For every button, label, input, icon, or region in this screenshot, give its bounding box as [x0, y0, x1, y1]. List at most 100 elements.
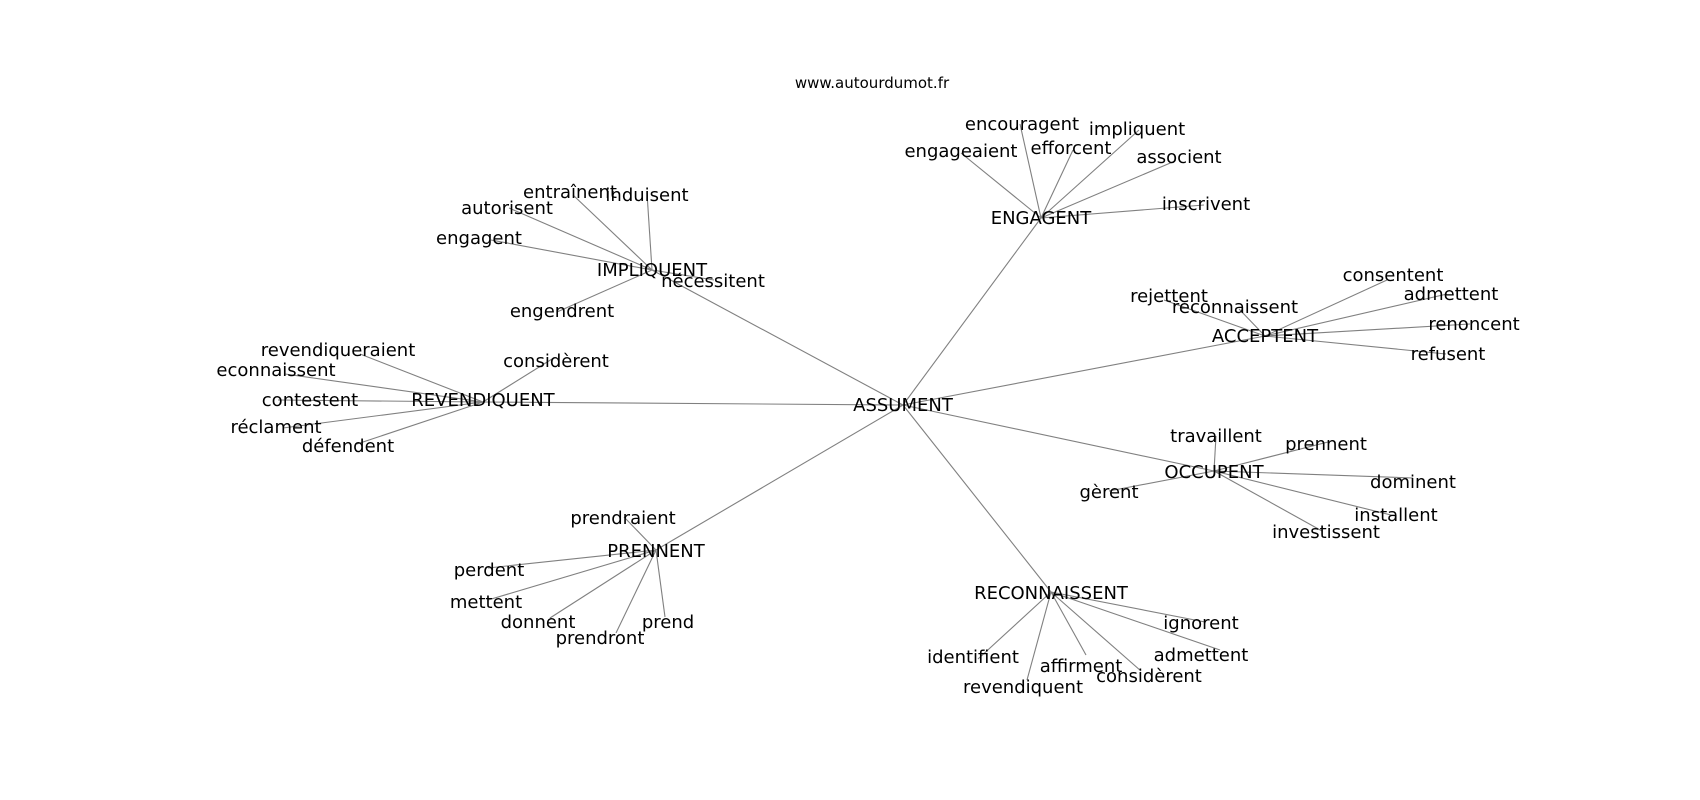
leaf-node: réclament: [230, 417, 321, 438]
edge-occupent-leaf: [1213, 470, 1414, 479]
edge-revendiquent-leaf: [359, 353, 484, 403]
leaf-node: prendront: [556, 628, 645, 649]
edge-prennent-leaf: [487, 549, 657, 601]
edge-impliquent-leaf: [572, 194, 653, 271]
edge-acceptent-leaf: [1264, 293, 1448, 337]
leaf-node: prendraient: [570, 508, 675, 529]
leaf-node: engendrent: [510, 301, 614, 322]
edge-center-to-occupent: [902, 404, 1215, 472]
edge-revendiquent-leaf: [277, 399, 484, 403]
site-watermark: www.autourdumot.fr: [795, 74, 950, 92]
leaf-node: induisent: [605, 185, 688, 206]
leaf-node: revendiquent: [963, 677, 1083, 698]
graph-groups: ENGAGENTengageaientencouragentefforcenti…: [216, 114, 1519, 698]
leaf-node: gèrent: [1079, 482, 1138, 503]
edge-revendiquent-leaf: [482, 358, 553, 403]
leaf-node: investissent: [1272, 522, 1380, 543]
leaf-node: donnent: [501, 612, 576, 633]
edge-center-to-revendiquent: [482, 401, 904, 406]
leaf-node: encouragent: [965, 114, 1079, 135]
edge-impliquent-leaf: [556, 269, 653, 313]
leaf-node: refusent: [1411, 344, 1486, 365]
edge-reconnaissent-leaf: [1050, 591, 1221, 651]
edge-occupent-leaf: [1108, 470, 1215, 492]
leaf-node: admettent: [1154, 645, 1249, 666]
edge-prennent-leaf: [549, 549, 657, 619]
edge-acceptent-leaf: [1163, 299, 1266, 337]
leaf-node: perdent: [454, 560, 525, 581]
leaf-node: ignorent: [1163, 613, 1238, 634]
edge-impliquent-leaf: [508, 207, 653, 271]
edge-prennent-leaf: [487, 549, 657, 569]
edge-impliquent-leaf: [651, 269, 715, 281]
leaf-node: engageaient: [904, 141, 1017, 162]
leaf-node: contestent: [262, 390, 358, 411]
hub-node-prennent: PRENNENT: [607, 541, 706, 562]
edge-center-to-impliquent: [651, 269, 904, 406]
edge-occupent-leaf: [1213, 441, 1329, 472]
leaf-node: econnaissent: [216, 360, 335, 381]
leaf-node: impliquent: [1089, 119, 1185, 140]
edge-prennent-leaf: [655, 549, 666, 618]
leaf-node: considèrent: [1096, 666, 1202, 687]
leaf-node: nécessitent: [661, 271, 765, 292]
leaf-node: considèrent: [503, 351, 609, 372]
edge-reconnaissent-leaf: [1050, 591, 1142, 672]
edge-reconnaissent-leaf: [1026, 591, 1052, 681]
edge-revendiquent-leaf: [284, 373, 484, 403]
edge-acceptent-leaf: [1264, 323, 1471, 337]
edge-engagent-leaf: [1040, 149, 1074, 219]
leaf-node: identifient: [927, 647, 1019, 668]
leaf-node: prennent: [1285, 434, 1367, 455]
hub-node-engagent: ENGAGENT: [991, 208, 1093, 229]
leaf-node: reconnaissent: [1172, 297, 1298, 318]
leaf-node: affirment: [1040, 656, 1123, 677]
leaf-node: dominent: [1370, 472, 1456, 493]
edge-acceptent-leaf: [1264, 279, 1388, 337]
edge-engagent-leaf: [1019, 123, 1042, 219]
edge-reconnaissent-leaf: [1050, 591, 1206, 623]
leaf-node: associent: [1136, 147, 1221, 168]
leaf-node: mettent: [450, 592, 522, 613]
leaf-node: défendent: [302, 436, 394, 457]
leaf-node: consentent: [1343, 265, 1444, 286]
edge-revendiquent-leaf: [356, 401, 484, 445]
hub-node-acceptent: ACCEPTENT: [1212, 326, 1319, 347]
edge-prennent-leaf: [615, 549, 657, 634]
leaf-node: revendiqueraient: [261, 340, 416, 361]
leaf-node: autorisent: [461, 198, 553, 219]
edge-center-to-engagent: [902, 217, 1042, 406]
edge-impliquent-leaf: [646, 192, 653, 271]
leaf-node: installent: [1354, 505, 1437, 526]
leaf-node: inscrivent: [1162, 194, 1250, 215]
edge-impliquent-leaf: [490, 239, 653, 271]
edge-occupent-leaf: [1213, 435, 1217, 472]
hub-node-impliquent: IMPLIQUENT: [597, 260, 708, 281]
edge-reconnaissent-leaf: [977, 591, 1052, 660]
edge-reconnaissent-leaf: [1050, 591, 1087, 656]
edge-engagent-leaf: [1040, 204, 1205, 219]
edge-acceptent-leaf: [1238, 308, 1266, 337]
edge-revendiquent-leaf: [282, 401, 484, 429]
leaf-node: prend: [642, 612, 694, 633]
edge-center-to-acceptent: [902, 335, 1266, 406]
leaf-node: travaillent: [1170, 426, 1262, 447]
leaf-node: rejettent: [1130, 286, 1208, 307]
hub-node-reconnaissent: RECONNAISSENT: [974, 583, 1129, 604]
edge-center-to-reconnaissent: [902, 404, 1052, 593]
graph-edges: [277, 123, 1471, 681]
hub-node-revendiquent: REVENDIQUENT: [411, 390, 555, 411]
center-node: ASSUMENT: [853, 395, 954, 416]
edge-acceptent-leaf: [1264, 335, 1447, 355]
hub-node-occupent: OCCUPENT: [1164, 462, 1264, 483]
edge-prennent-leaf: [623, 516, 657, 551]
edge-occupent-leaf: [1213, 470, 1323, 532]
leaf-node: renoncent: [1428, 314, 1519, 335]
edge-engagent-leaf: [1040, 160, 1176, 219]
leaf-node: engagent: [436, 228, 522, 249]
leaf-node: efforcent: [1031, 138, 1112, 159]
leaf-node: admettent: [1404, 284, 1499, 305]
leaf-node: entraînent: [523, 182, 617, 203]
edge-engagent-leaf: [1040, 129, 1140, 219]
